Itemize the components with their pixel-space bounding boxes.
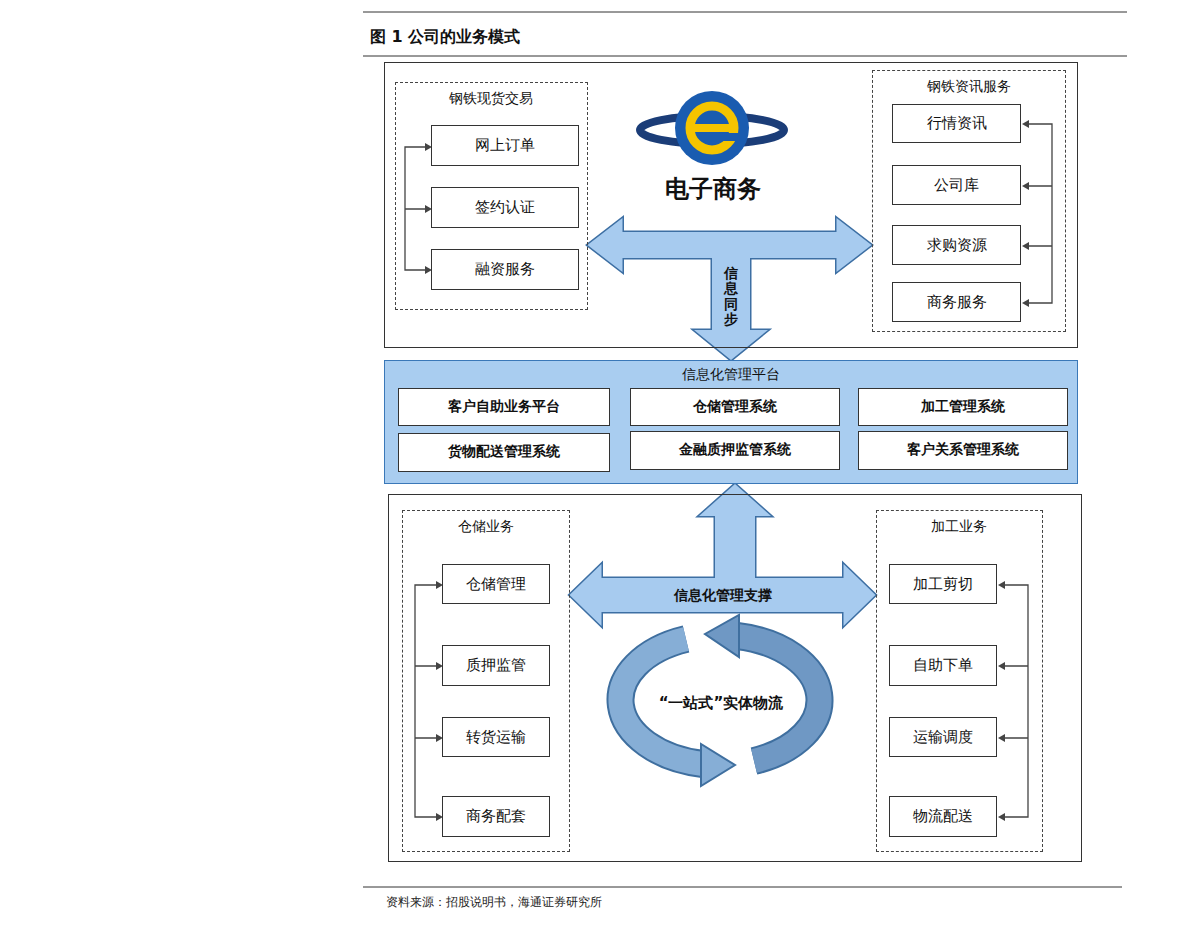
dashed-group: 钢铁资讯服务行情资讯公司库求购资源商务服务 (872, 70, 1066, 332)
box-label: 商务服务 (927, 293, 987, 312)
box-label: 客户自助业务平台 (448, 398, 560, 416)
box-label: 物流配送 (913, 807, 973, 826)
process-box: 公司库 (892, 165, 1021, 205)
process-box: 商务配套 (442, 796, 550, 837)
box-label: 行情资讯 (927, 114, 987, 133)
box-label: 网上订单 (475, 136, 535, 155)
box-label: 质押监管 (466, 656, 526, 675)
block-arrow (699, 484, 771, 595)
box-label: 加工管理系统 (921, 398, 1005, 416)
dashed-group: 仓储业务仓储管理质押监管转货运输商务配套 (402, 510, 570, 852)
box-label: 仓储管理系统 (693, 398, 777, 416)
process-box: 商务服务 (892, 282, 1021, 322)
platform-band: 信息化管理平台客户自助业务平台 仓储管理系统 加工管理系统货物配送管理系统 金融质押监… (384, 360, 1078, 484)
process-box: 物流配送 (889, 796, 997, 837)
group-heading: 仓储业务 (403, 511, 569, 536)
box-label: 转货运输 (466, 728, 526, 747)
box-label: 签约认证 (475, 198, 535, 217)
box-label: 运输调度 (913, 728, 973, 747)
system-box: 加工管理系统 (858, 388, 1068, 426)
process-box: 网上订单 (431, 125, 579, 166)
rule-line (363, 12, 1127, 13)
rule-line (363, 56, 1127, 57)
box-label: 自助下单 (913, 656, 973, 675)
group-heading: 信息化管理平台 (385, 361, 1077, 384)
panel-frame: “一站式”实体物流 仓储业务仓储管理质押监管转货运输商务配套 加工业务加工剪切自助下… (388, 494, 1082, 862)
rule-line (363, 887, 1122, 888)
process-box: 质押监管 (442, 645, 550, 686)
process-box: 运输调度 (889, 717, 997, 757)
group-heading: 钢铁现货交易 (396, 83, 587, 108)
system-box: 货物配送管理系统 (398, 433, 610, 472)
system-box: 仓储管理系统 (630, 388, 840, 426)
group-heading: 钢铁资讯服务 (873, 71, 1065, 96)
process-box: 行情资讯 (892, 104, 1021, 143)
block-arrow (694, 245, 768, 360)
box-label: 融资服务 (475, 260, 535, 279)
ecommerce-logo (640, 91, 784, 165)
source-note: 资料来源：招股说明书，海通证券研究所 (386, 894, 602, 911)
panel-text-holder: “一站式”实体物流 (571, 693, 871, 713)
box-label: 加工剪切 (913, 575, 973, 594)
process-box: 融资服务 (431, 249, 579, 290)
box-label: 公司库 (934, 176, 979, 195)
arrow-label: 信息化管理支撑 (674, 587, 772, 604)
system-box: 客户自助业务平台 (398, 388, 610, 426)
box-label: 商务配套 (466, 807, 526, 826)
box-label: 客户关系管理系统 (907, 441, 1019, 459)
process-box: 签约认证 (431, 187, 579, 228)
process-box: 自助下单 (889, 645, 997, 686)
panel-text: “一站式”实体物流 (659, 694, 784, 712)
figure-title: 图 1 公司的业务模式 (370, 27, 520, 48)
box-label: 货物配送管理系统 (448, 443, 560, 461)
dashed-group: 加工业务加工剪切自助下单运输调度物流配送 (876, 510, 1043, 852)
box-label: 金融质押监管系统 (679, 441, 791, 459)
arrow-label: 信息同步 (724, 266, 738, 328)
process-box: 加工剪切 (889, 564, 997, 604)
dashed-group: 钢铁现货交易网上订单签约认证融资服务 (395, 82, 588, 310)
process-box: 求购资源 (892, 225, 1021, 265)
system-box: 客户关系管理系统 (858, 431, 1068, 470)
panel-text: 电子商务 (665, 175, 761, 203)
system-box: 金融质押监管系统 (630, 431, 840, 470)
process-box: 仓储管理 (442, 564, 550, 604)
box-label: 仓储管理 (466, 575, 526, 594)
panel-text-holder: 电子商务 (563, 173, 863, 205)
group-heading: 加工业务 (877, 511, 1042, 536)
process-box: 转货运输 (442, 717, 550, 757)
box-label: 求购资源 (927, 236, 987, 255)
block-arrow-outline (694, 245, 768, 360)
cycle-arrows (621, 615, 820, 786)
